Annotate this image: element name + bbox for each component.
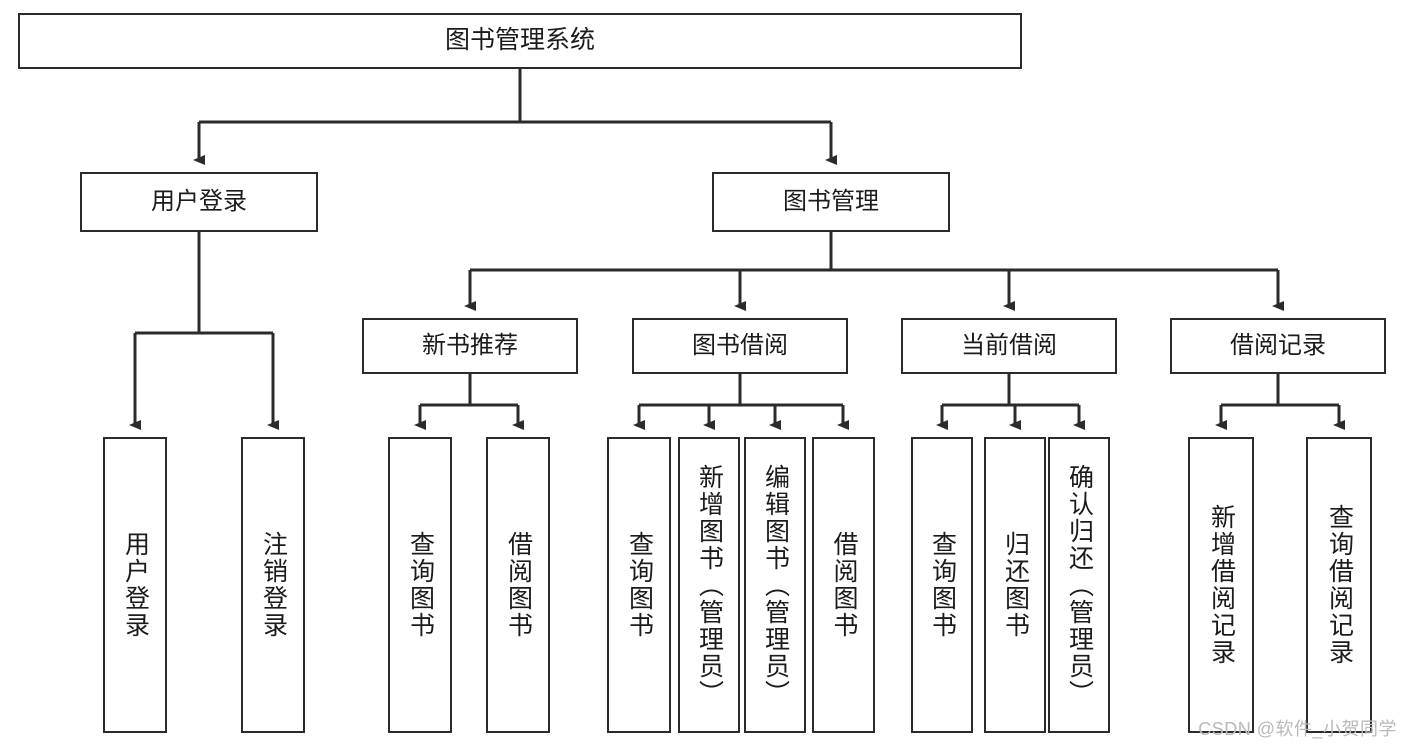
leaf-borrow-book-label: 借阅图书 — [830, 531, 858, 639]
node-book-management[interactable]: 图书管理 — [712, 172, 950, 232]
leaf-add-borrow-record[interactable]: 新增借阅记录 — [1188, 437, 1254, 733]
node-current-borrow[interactable]: 当前借阅 — [901, 318, 1117, 374]
leaf-query-book-borrow[interactable]: 查询图书 — [607, 437, 671, 733]
leaf-add-book-admin-label: 新增图书（管理员） — [695, 463, 724, 707]
leaf-user-login-label: 用户登录 — [121, 531, 150, 639]
leaf-user-login[interactable]: 用户登录 — [103, 437, 167, 733]
leaf-add-borrow-record-label: 新增借阅记录 — [1207, 504, 1236, 666]
leaf-query-book-current[interactable]: 查询图书 — [911, 437, 973, 733]
node-new-book-recommendation-label: 新书推荐 — [422, 331, 518, 359]
node-book-management-label: 图书管理 — [783, 187, 879, 215]
leaf-return-book-label: 归还图书 — [1001, 531, 1030, 639]
node-user-login[interactable]: 用户登录 — [80, 172, 318, 232]
leaf-confirm-return-admin-label: 确认归还（管理员） — [1065, 463, 1094, 707]
leaf-user-logout-label: 注销登录 — [259, 531, 288, 639]
leaf-confirm-return-admin[interactable]: 确认归还（管理员） — [1048, 437, 1110, 733]
leaf-query-book-rec-label: 查询图书 — [406, 531, 435, 639]
leaf-borrow-book-rec[interactable]: 借阅图书 — [486, 437, 550, 733]
node-current-borrow-label: 当前借阅 — [961, 331, 1057, 359]
node-user-login-label: 用户登录 — [151, 187, 247, 215]
leaf-edit-book-admin-label: 编辑图书（管理员） — [761, 463, 790, 707]
node-new-book-recommendation[interactable]: 新书推荐 — [362, 318, 578, 374]
leaf-query-borrow-record-label: 查询借阅记录 — [1325, 504, 1354, 666]
leaf-query-book-borrow-label: 查询图书 — [625, 531, 654, 639]
leaf-return-book[interactable]: 归还图书 — [984, 437, 1046, 733]
leaf-borrow-book-rec-label: 借阅图书 — [504, 531, 533, 639]
node-book-borrow[interactable]: 图书借阅 — [632, 318, 848, 374]
node-book-borrow-label: 图书借阅 — [692, 331, 788, 359]
leaf-borrow-book[interactable]: 借阅图书 — [812, 437, 875, 733]
leaf-query-book-current-label: 查询图书 — [928, 531, 957, 639]
leaf-query-borrow-record[interactable]: 查询借阅记录 — [1306, 437, 1372, 733]
node-root-label: 图书管理系统 — [444, 26, 595, 55]
node-borrow-record[interactable]: 借阅记录 — [1170, 318, 1386, 374]
node-borrow-record-label: 借阅记录 — [1230, 331, 1326, 359]
leaf-query-book-rec[interactable]: 查询图书 — [388, 437, 452, 733]
leaf-edit-book-admin[interactable]: 编辑图书（管理员） — [744, 437, 806, 733]
leaf-user-logout[interactable]: 注销登录 — [241, 437, 305, 733]
node-root[interactable]: 图书管理系统 — [18, 13, 1022, 69]
leaf-add-book-admin[interactable]: 新增图书（管理员） — [678, 437, 740, 733]
watermark-text: CSDN @软件_小贺同学 — [1198, 719, 1397, 739]
